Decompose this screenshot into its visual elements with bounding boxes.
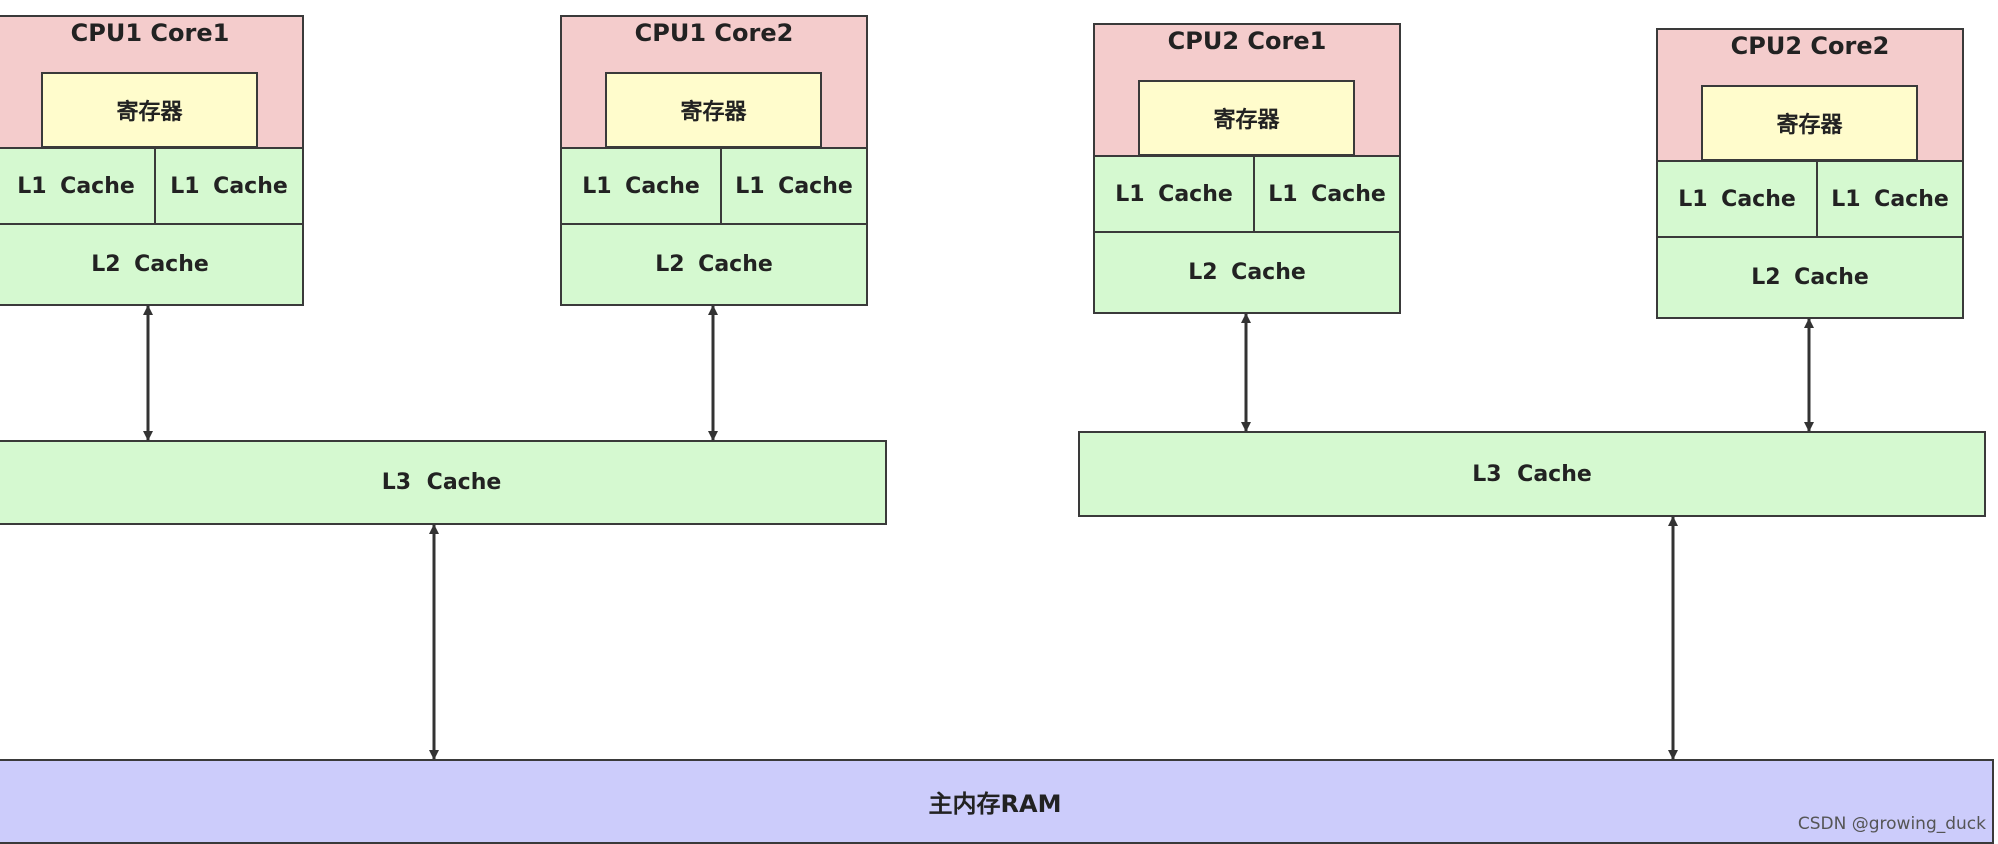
cpu1-core2-l1-cache-left: L1 Cache — [560, 147, 722, 225]
cpu1-core1-l2-cache: L2 Cache — [0, 223, 304, 306]
cpu2-core2-l1-cache-right: L1 Cache — [1816, 160, 1964, 238]
cpu2-core2-register: 寄存器 — [1701, 85, 1918, 161]
core-title: CPU2 Core1 — [1167, 27, 1327, 55]
cpu1-core1-l1-cache-right: L1 Cache — [154, 147, 304, 225]
cpu1-l3-cache: L3 Cache — [0, 440, 887, 525]
cpu2-core1-l1-cache-left: L1 Cache — [1093, 155, 1255, 233]
main-memory-ram: 主内存RAM — [0, 759, 1994, 844]
watermark: CSDN @growing_duck — [1797, 814, 1986, 834]
cpu2-core1-l2-cache: L2 Cache — [1093, 231, 1401, 314]
core-title: CPU2 Core2 — [1730, 32, 1890, 60]
core-title: CPU1 Core2 — [634, 19, 794, 47]
cpu2-l3-cache: L3 Cache — [1078, 431, 1986, 517]
cpu1-core2-l2-cache: L2 Cache — [560, 223, 868, 306]
cpu2-core2-l1-cache-left: L1 Cache — [1656, 160, 1818, 238]
core-title: CPU1 Core1 — [70, 19, 230, 47]
cpu1-core2-l1-cache-right: L1 Cache — [720, 147, 868, 225]
cpu1-core1-register: 寄存器 — [41, 72, 258, 148]
